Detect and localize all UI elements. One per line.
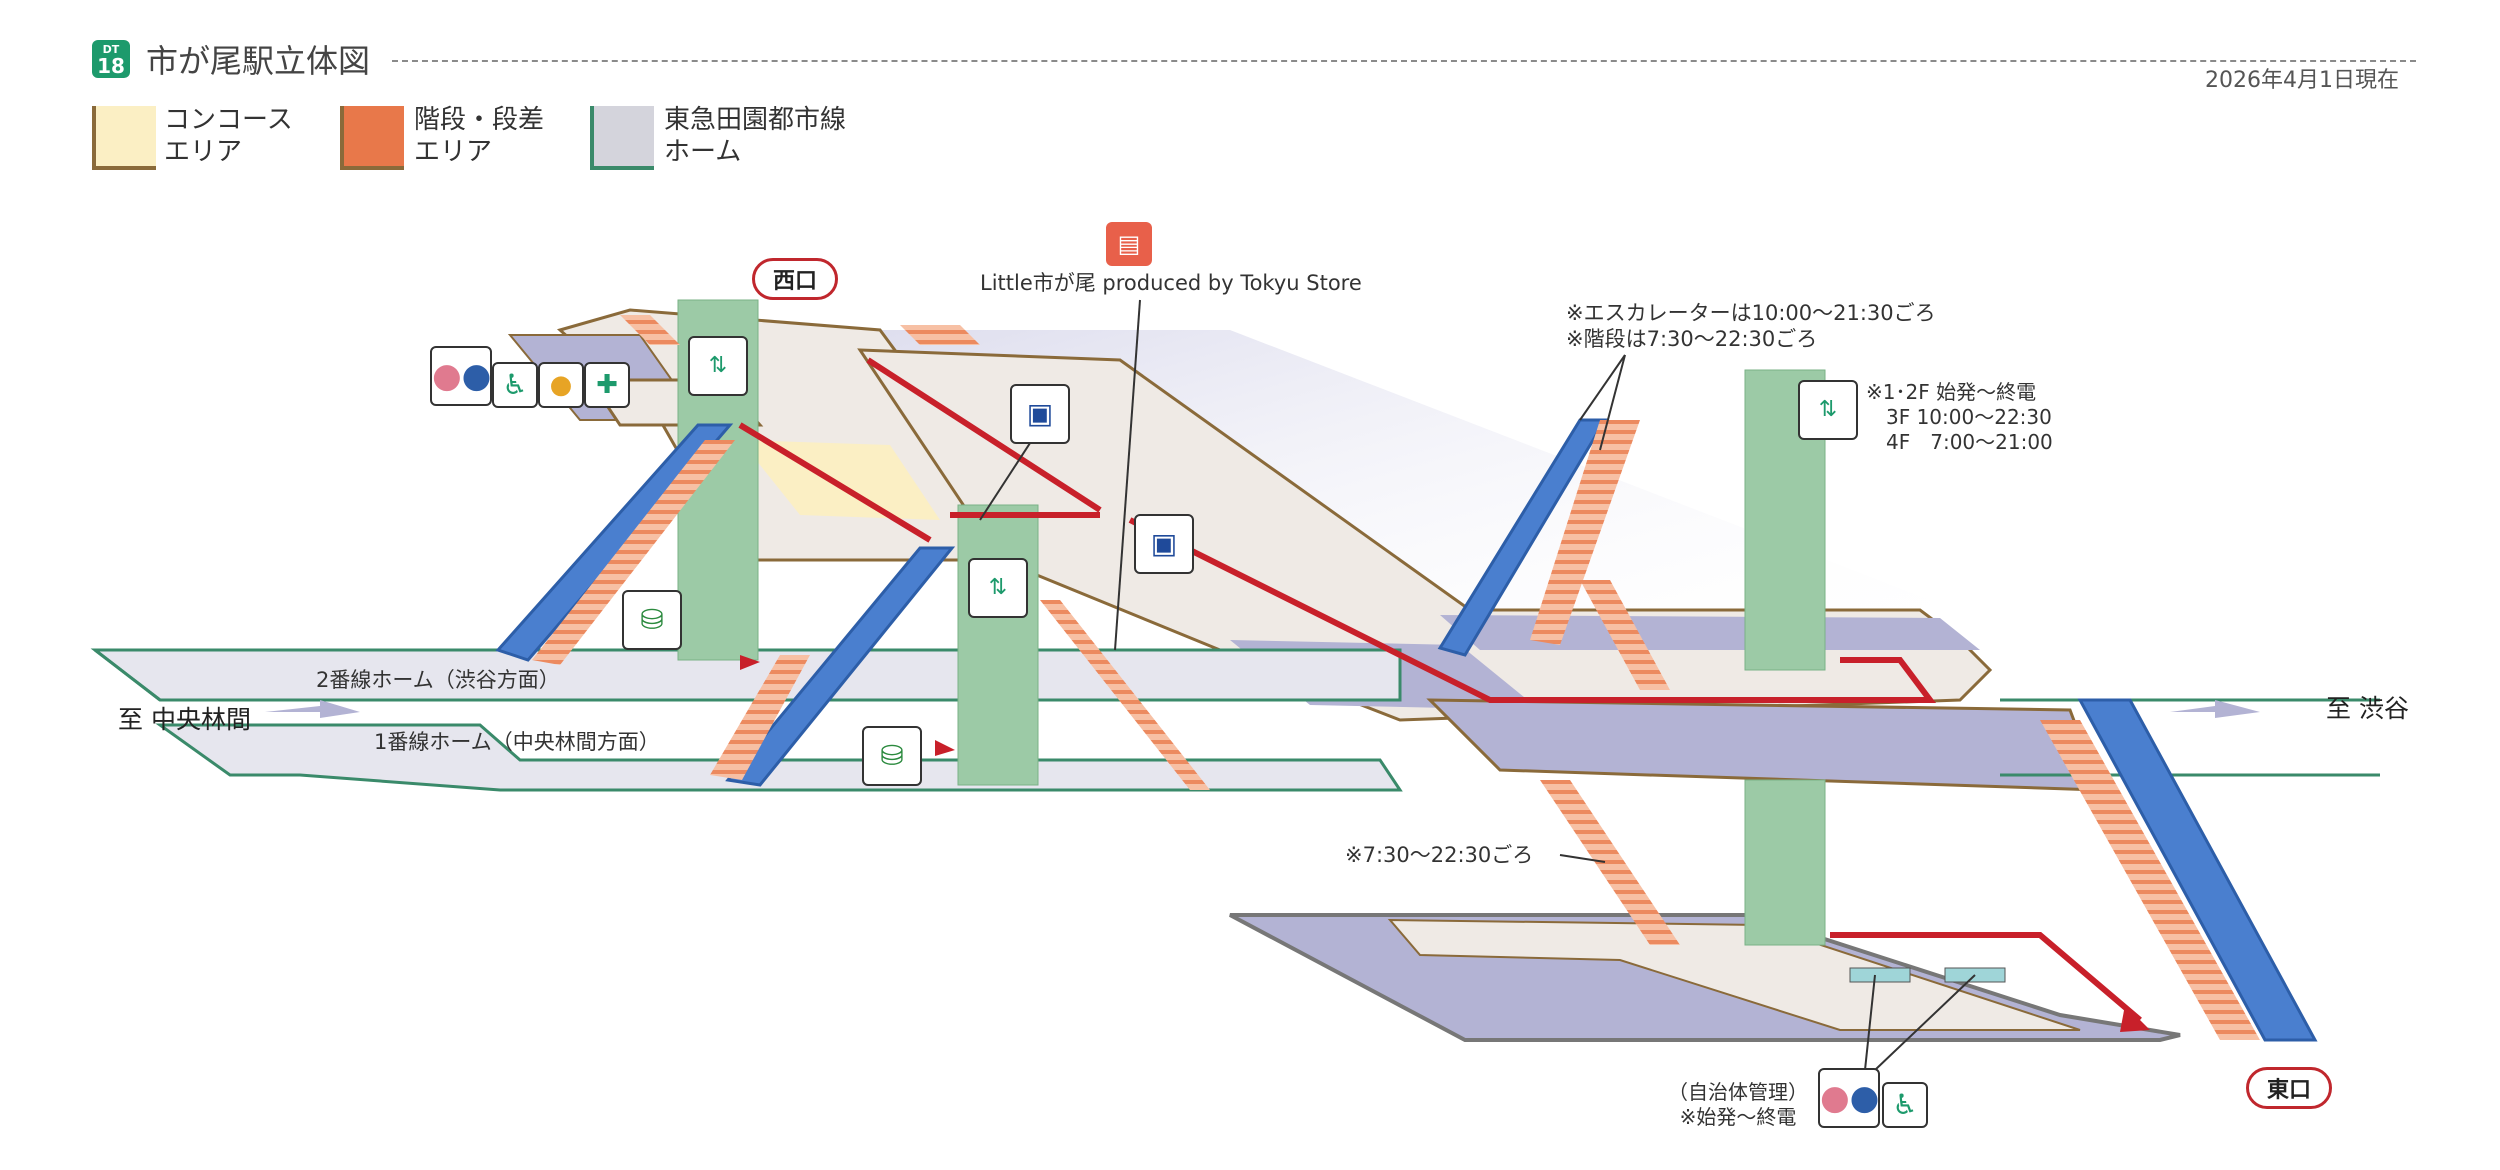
direction-arrow-chuo — [265, 700, 360, 718]
ticket-machine-icon: ▣ — [1010, 384, 1070, 444]
route-arrow-platform — [740, 655, 760, 670]
route-arrow-lower — [2120, 1005, 2150, 1032]
east-exit-label: 東口 — [2246, 1067, 2333, 1109]
station-number: 18 — [97, 54, 125, 78]
east-platform-deck — [1440, 615, 1980, 650]
restroom-icon: ●● — [1818, 1068, 1880, 1128]
route-arrow-platform-1 — [935, 740, 955, 756]
elevator-shaft-center — [957, 504, 1039, 786]
stairs-east — [2040, 720, 2260, 1040]
route-west-2 — [738, 422, 932, 543]
restroom-icon: ●● — [430, 346, 492, 406]
page-title: 市が尾駅立体図 — [146, 42, 371, 80]
stairs-top — [620, 315, 680, 345]
restroom-management-note: （自治体管理） ※始発～終電 — [1668, 1080, 1808, 1129]
west-concourse-yellow — [740, 440, 940, 520]
lower-stairs-leader — [1559, 854, 1606, 863]
concourse-floor-east — [1426, 698, 2103, 792]
ticket-machine-icon: ▣ — [1134, 514, 1194, 574]
platform-1-label: 1番線ホーム（中央林間方面） — [374, 730, 660, 754]
stairs-lower — [1540, 780, 1680, 945]
platform-2-label: 2番線ホーム（渋谷方面） — [316, 668, 560, 692]
baby-icon: ● — [538, 362, 584, 408]
elevator-icon: ⇅ — [688, 336, 748, 396]
waiting-room-icon: ⛁ — [862, 726, 922, 786]
line-station-badge: DT 18 — [92, 40, 130, 78]
legend-label-platform: 東急田園都市線 ホーム — [664, 105, 847, 167]
legend-label-concourse: コンコース エリア — [164, 105, 293, 167]
direction-arrow-shibuya — [2170, 700, 2260, 718]
wheelchair-icon: ♿ — [492, 362, 538, 408]
track-line-2 — [94, 648, 161, 702]
legend-swatch-concourse — [92, 106, 156, 170]
legend-swatch-platform — [590, 106, 654, 170]
legend-label-stairs: 階段・段差 エリア — [414, 105, 545, 167]
escalator-note-leader-2 — [1599, 354, 1626, 451]
stairs-west-upper — [900, 325, 980, 345]
stairs-center — [710, 655, 810, 780]
elevator-shaft-east-lower — [1744, 779, 1826, 946]
direction-shibuya: 至 渋谷 — [2326, 694, 2409, 723]
restroom-leader-1 — [1864, 974, 1876, 1071]
route-lower — [1830, 932, 2142, 1023]
shop-leader — [1114, 299, 1141, 651]
waiting-room-icon: ⛁ — [622, 590, 682, 650]
shop-icon: ▤ — [1106, 222, 1152, 266]
ostomate-icon: ✚ — [584, 362, 630, 408]
stairs-hours-note: ※階段は7:30～22:30ごろ — [1566, 327, 1818, 351]
route-main — [1128, 517, 1936, 703]
stairs-west — [532, 440, 735, 665]
stairs-north — [1530, 420, 1640, 645]
escalator-hours-note: ※エスカレーターは10:00～21:30ごろ — [1566, 301, 1936, 325]
restroom-area-1 — [1849, 967, 1911, 983]
as-of-date: 2026年4月1日現在 — [2205, 68, 2399, 93]
stairs-mid-down — [1040, 600, 1210, 790]
escalator-note-leader-1 — [1579, 354, 1626, 421]
escalator-east — [2077, 698, 2318, 1042]
lower-stairs-note: ※7:30～22:30ごろ — [1345, 843, 1534, 867]
line-code: DT — [102, 43, 120, 56]
route-west — [866, 357, 1102, 513]
legend-swatch-stairs — [340, 106, 404, 170]
shop-label: Little市が尾 produced by Tokyu Store — [980, 271, 1362, 295]
direction-chuo-rinkan: 至 中央林間 — [118, 705, 251, 734]
escalator-center — [725, 546, 956, 787]
restroom-leader-2 — [1874, 974, 1976, 1071]
title-divider — [392, 60, 2416, 62]
west-exit-label: 西口 — [752, 258, 839, 300]
stairs-north-down — [1580, 580, 1670, 690]
elevator-hours-note: ※1･2F 始発～終電 3F 10:00～22:30 4F 7:00～21:00 — [1866, 380, 2053, 454]
elevator-icon: ⇅ — [1798, 380, 1858, 440]
wheelchair-icon: ♿ — [1882, 1082, 1928, 1128]
elevator-icon: ⇅ — [968, 558, 1028, 618]
platform-1 — [155, 723, 1403, 792]
